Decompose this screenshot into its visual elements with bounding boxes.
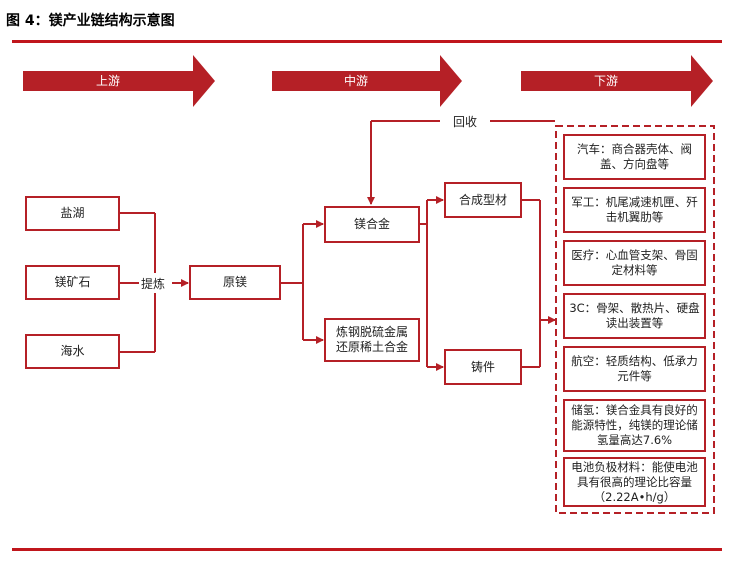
node-other-use: 炼钢脱硫金属还原稀土合金 [324,318,420,362]
app-battery-anode: 电池负极材料：能使电池具有很高的理论比容量（2.22A•h/g） [563,457,706,507]
banner-upstream-label: 上游 [95,74,120,88]
node-profile: 合成型材 [444,182,522,218]
app-military: 军工：机尾减速机匣、歼击机翼肋等 [563,187,706,233]
app-medical: 医疗：心血管支架、骨固定材料等 [563,240,706,286]
app-3c: 3C：骨架、散热片、硬盘读出装置等 [563,293,706,339]
top-rule [12,40,722,43]
banner-midstream-label: 中游 [343,74,368,88]
source-salt-lake: 盐湖 [25,196,120,231]
banner-midstream: 中游 [272,55,462,107]
bottom-rule [12,548,722,551]
source-magnesite: 镁矿石 [25,265,120,300]
app-automotive: 汽车：商合器壳体、阀盖、方向盘等 [563,134,706,180]
node-primary-magnesium: 原镁 [189,265,281,300]
banner-downstream-label: 下游 [593,74,618,88]
recycle-label: 回收 [451,113,480,130]
banner-downstream: 下游 [521,55,713,107]
source-seawater: 海水 [25,334,120,369]
node-magnesium-alloy: 镁合金 [324,206,420,243]
app-aviation: 航空：轻质结构、低承力元件等 [563,346,706,392]
app-hydrogen-storage: 储氢：镁合金具有良好的能源特性，纯镁的理论储氢量高达7.6% [563,399,706,452]
figure-title: 图 4：镁产业链结构示意图 [6,13,175,29]
node-casting: 铸件 [444,349,522,385]
banner-upstream: 上游 [23,55,215,107]
refine-label: 提炼 [139,275,168,292]
